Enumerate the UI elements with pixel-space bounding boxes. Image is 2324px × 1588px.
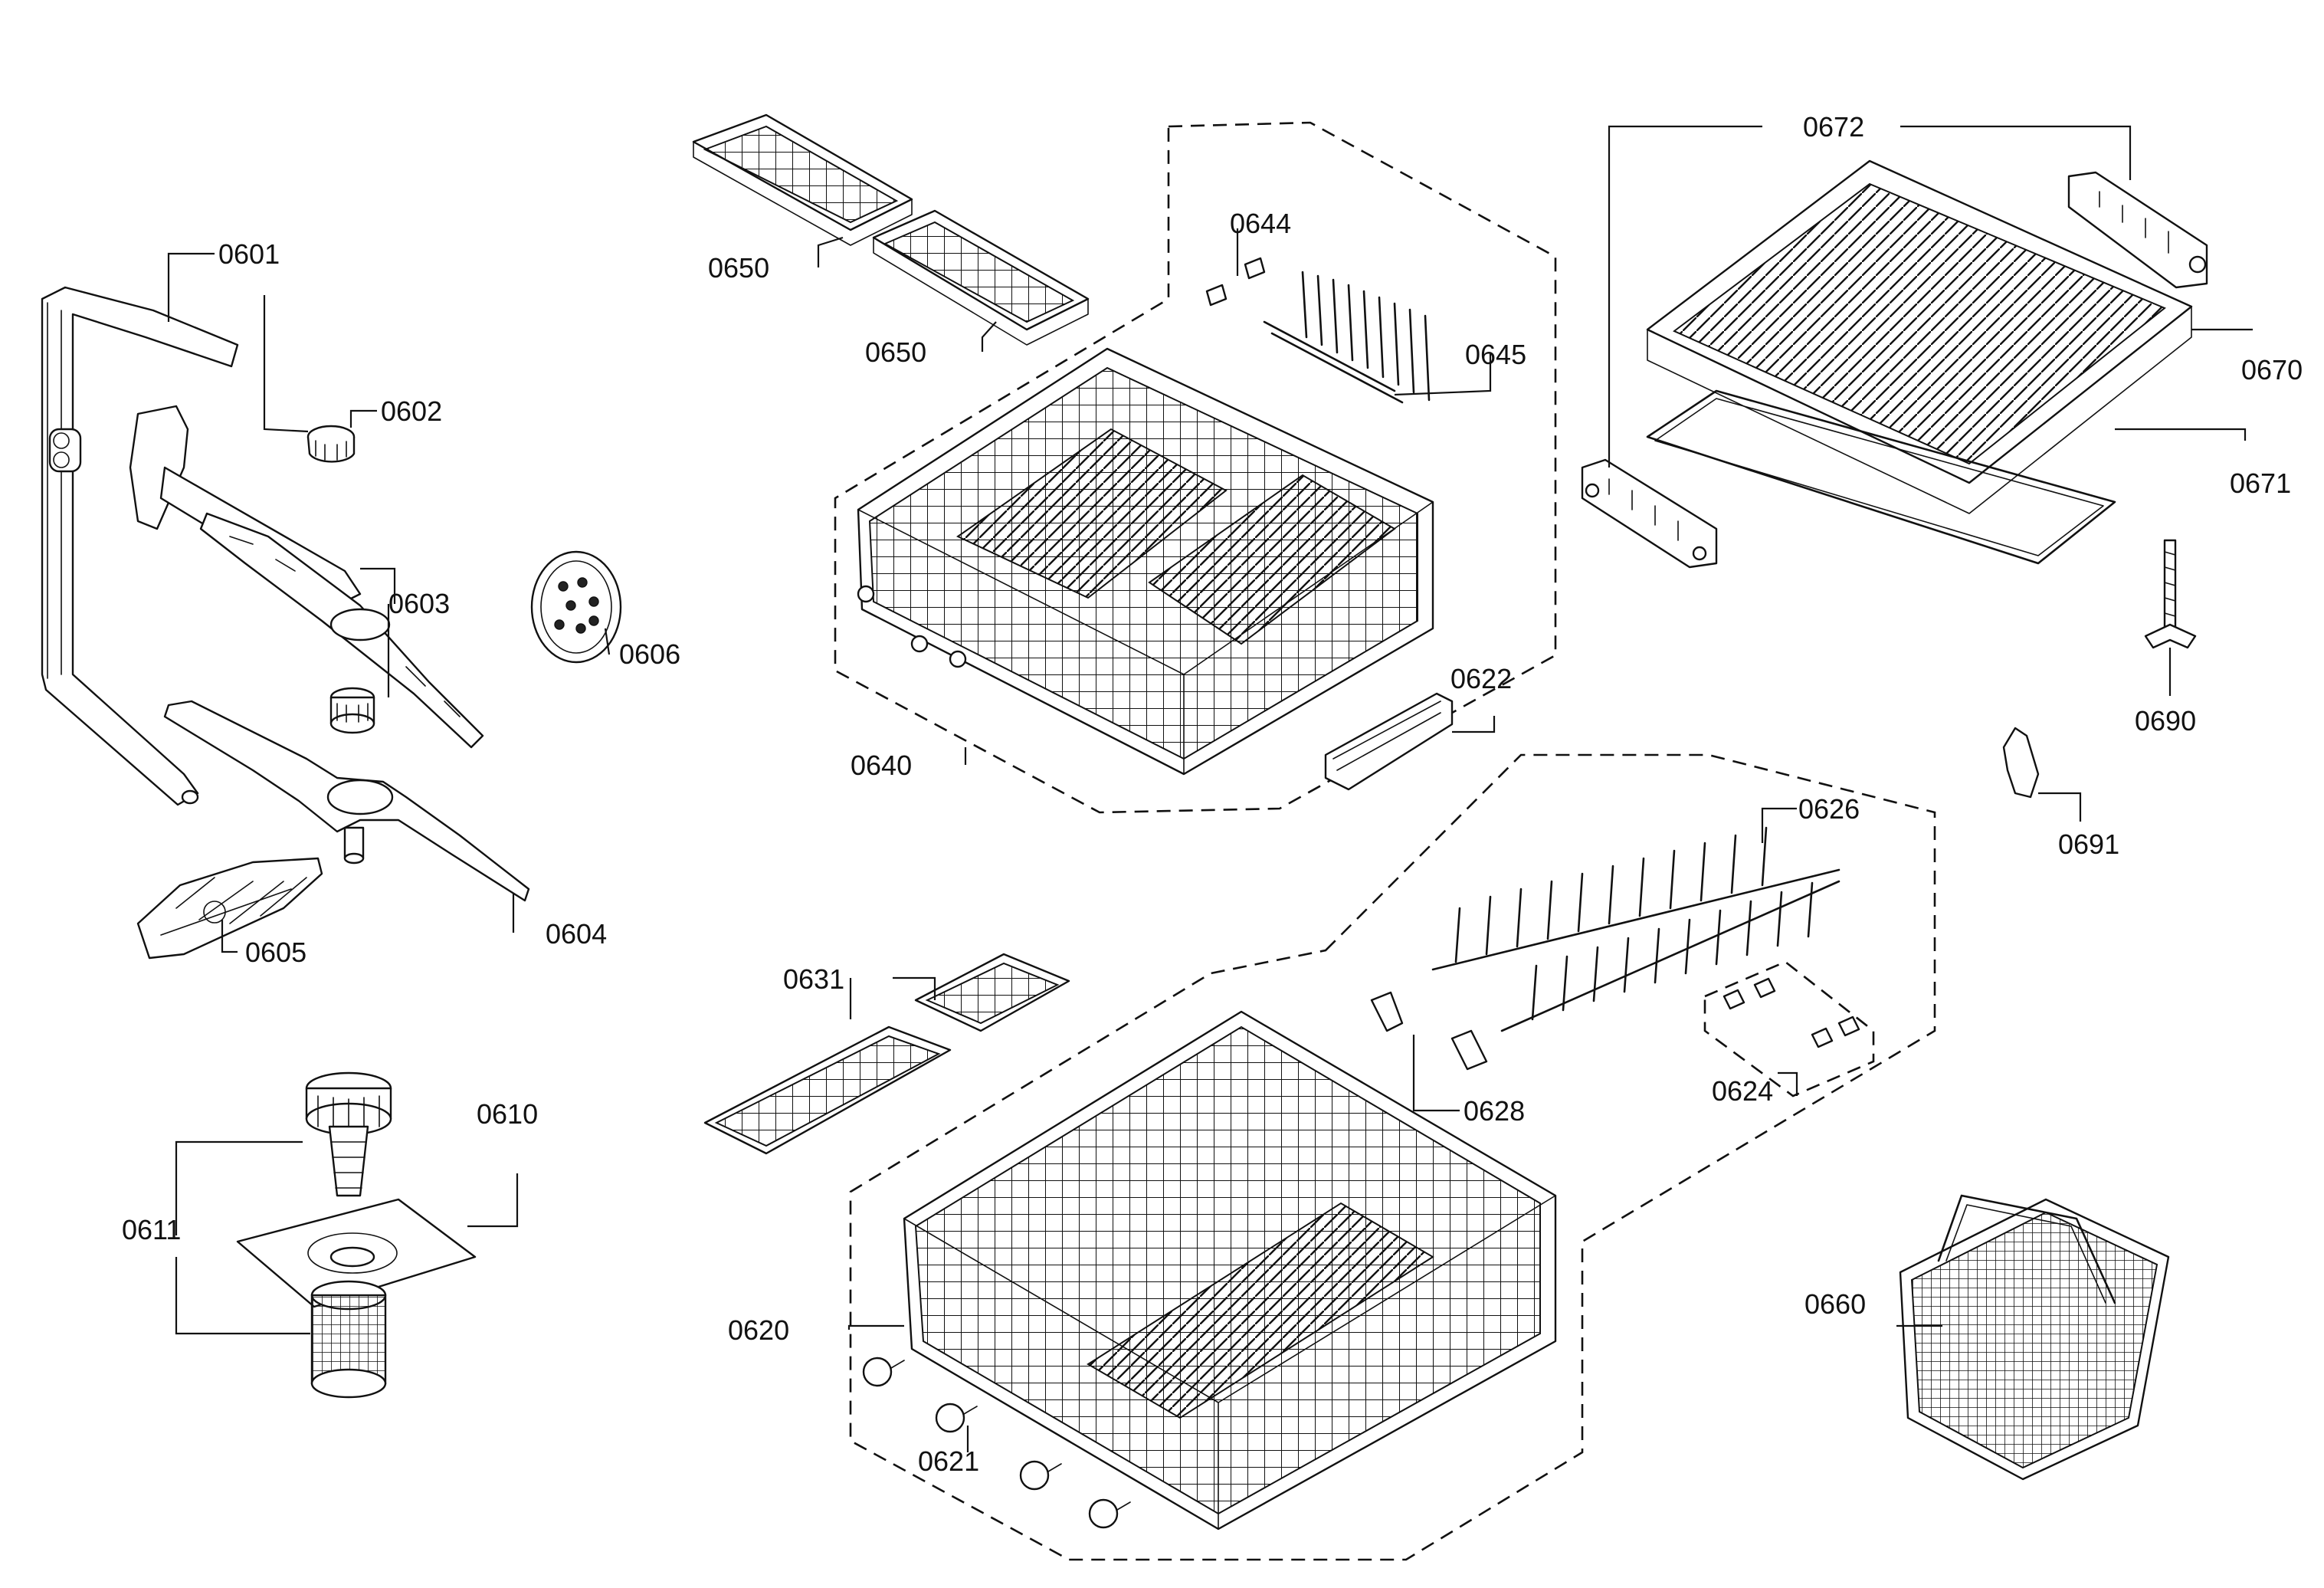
label-0670: 0670: [2241, 354, 2303, 386]
label-0690: 0690: [2135, 705, 2196, 737]
label-0624: 0624: [1712, 1075, 1773, 1107]
rack-adjuster-pin: [2144, 539, 2197, 649]
tine-hinges: [1370, 991, 1488, 1071]
third-rack-tray: [1646, 159, 2193, 514]
upper-rack-group-outline: [834, 121, 1557, 814]
cutlery-basket: [1899, 1194, 2170, 1481]
label-0691: 0691: [2058, 828, 2119, 860]
cup-shelf-tines: [1263, 271, 1431, 404]
label-0640: 0640: [851, 750, 912, 781]
label-0604: 0604: [546, 918, 607, 950]
third-rack-slide-left: [1581, 458, 1718, 569]
spray-arm-cover: [136, 857, 323, 960]
lower-rack-group-outline: [849, 753, 1936, 1561]
spray-arm-connector: [329, 687, 375, 734]
label-0611: 0611: [122, 1214, 181, 1245]
third-rack-frame: [1646, 389, 2116, 565]
clip-set-outline: [1703, 960, 1875, 1097]
label-0605: 0605: [245, 937, 306, 968]
rack-clips: [1205, 257, 1266, 307]
label-0645: 0645: [1465, 339, 1526, 370]
label-0672: 0672: [1803, 111, 1864, 143]
label-0621: 0621: [918, 1445, 979, 1477]
rack-wheels: [862, 1357, 1131, 1529]
spray-arm-nut: [306, 425, 356, 463]
label-0644: 0644: [1230, 208, 1291, 239]
rack-bracket: [1324, 692, 1454, 791]
third-rack-slide-right: [2067, 171, 2208, 289]
cutlery-tray-a: [692, 113, 913, 246]
part-labels: 0601 0602 0603 0604 0605 0606 0610 0611 …: [122, 111, 2303, 1477]
tine-clips: [1723, 977, 1860, 1048]
label-0601: 0601: [218, 238, 280, 270]
lower-rack: [903, 1010, 1557, 1531]
filter-assembly: [236, 1071, 477, 1308]
label-0622: 0622: [1450, 663, 1512, 694]
upper-rack: [857, 347, 1434, 776]
label-0628: 0628: [1464, 1095, 1525, 1127]
label-0671: 0671: [2230, 468, 2291, 499]
leader-lines: [167, 125, 2253, 1452]
folding-tine-rows: [1431, 826, 1841, 1032]
micro-filter: [310, 1280, 387, 1399]
rack-lever: [2002, 727, 2040, 799]
label-0620: 0620: [728, 1314, 789, 1346]
label-0606: 0606: [619, 638, 680, 670]
lower-spray-arm: [163, 700, 530, 902]
label-0650-a: 0650: [708, 252, 769, 284]
label-0603: 0603: [388, 588, 450, 619]
label-0631: 0631: [783, 963, 844, 995]
label-0660: 0660: [1804, 1288, 1866, 1320]
filter-disc: [530, 550, 622, 664]
label-0650-b: 0650: [865, 336, 926, 368]
label-0602: 0602: [381, 395, 442, 427]
label-0626: 0626: [1798, 793, 1860, 825]
supply-pipe: [41, 286, 239, 806]
upper-spray-arm: [129, 405, 484, 749]
cutlery-tray-b: [872, 209, 1090, 346]
label-0610: 0610: [477, 1098, 538, 1130]
cutlery-insert-short: [914, 953, 1070, 1032]
cutlery-insert-long: [703, 1025, 952, 1155]
